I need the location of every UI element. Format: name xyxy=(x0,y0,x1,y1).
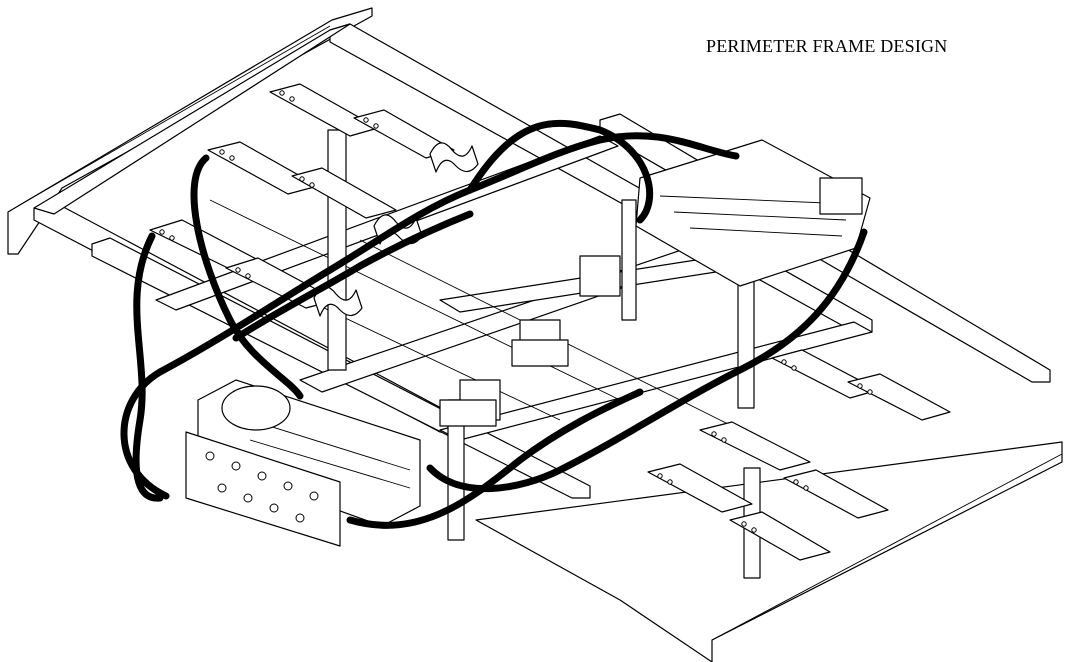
slats xyxy=(149,83,951,561)
clamps xyxy=(313,142,479,317)
drawing-title: PERIMETER FRAME DESIGN xyxy=(706,36,948,56)
center-blocks xyxy=(439,255,621,427)
hydraulic-hoses xyxy=(120,119,868,529)
main-rails xyxy=(33,23,1051,499)
front-cylinder xyxy=(185,379,421,547)
front-plate xyxy=(475,441,1063,662)
rear-cylinder xyxy=(635,139,871,287)
